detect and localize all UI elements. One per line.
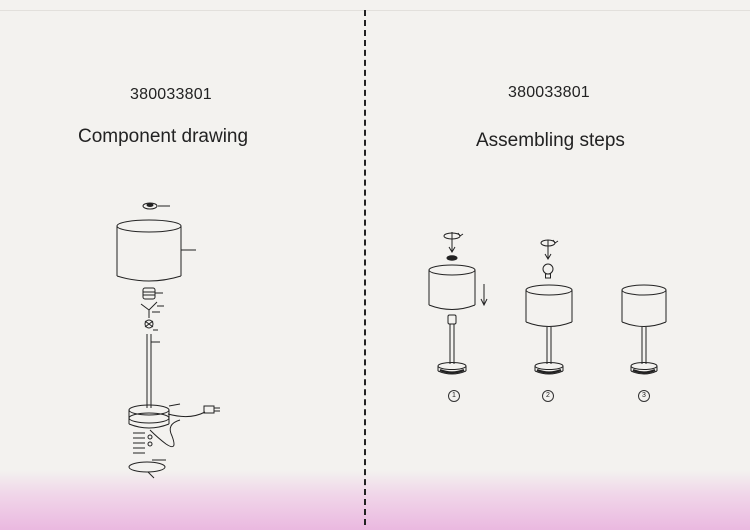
stem-part <box>146 334 160 408</box>
finial-part <box>142 202 170 210</box>
plug-icon <box>203 405 215 414</box>
shade-part <box>116 219 196 282</box>
socket-part <box>142 287 163 300</box>
felt-pad-part <box>128 461 166 479</box>
rotate-icon <box>540 239 559 247</box>
arrow-down-icon <box>448 232 456 253</box>
step-number-2: 2 <box>542 390 554 402</box>
cut-line-divider <box>364 10 366 525</box>
right-product-code: 380033801 <box>508 84 590 101</box>
step-number-1: 1 <box>448 390 460 402</box>
step-1-illustration <box>428 232 488 375</box>
left-heading: Component drawing <box>78 126 249 147</box>
right-heading: Assembling steps <box>476 130 625 151</box>
arrow-down-icon <box>480 284 488 307</box>
top-rule <box>0 10 750 11</box>
arrow-down-icon <box>544 240 552 260</box>
step-number-3: 3 <box>638 390 650 402</box>
base-part <box>128 403 181 429</box>
light-bulb-icon <box>542 263 554 279</box>
rotate-icon <box>443 232 464 240</box>
step-2-illustration <box>525 239 573 375</box>
step-3-illustration <box>621 284 667 375</box>
harp-part <box>140 301 164 331</box>
cord-part <box>149 405 220 448</box>
small-parts <box>133 432 166 461</box>
left-product-code: 380033801 <box>130 86 212 103</box>
